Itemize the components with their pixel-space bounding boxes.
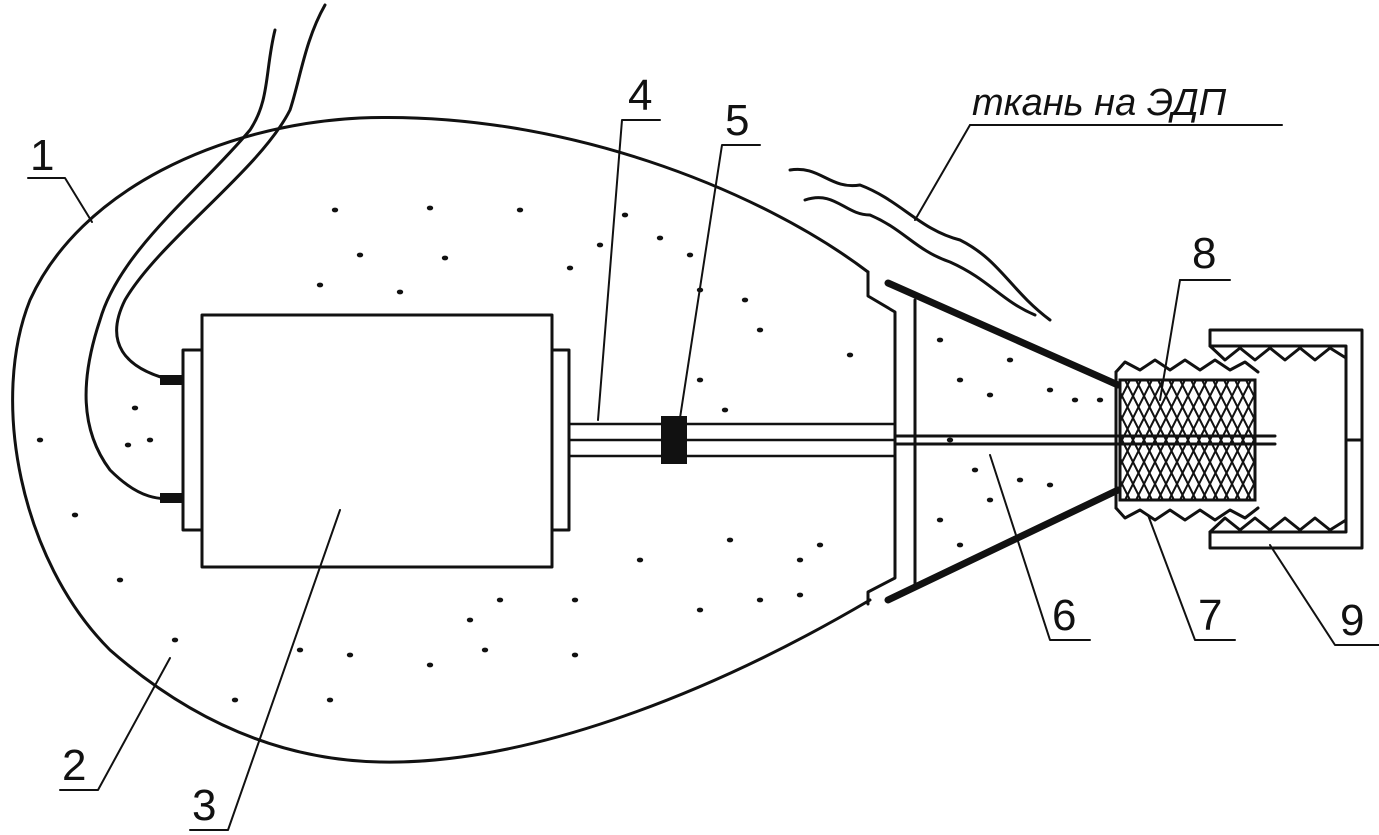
filling-dot (1016, 477, 1024, 483)
filling-dot (326, 697, 334, 703)
cone-lower (884, 486, 1122, 604)
filling-dot (656, 235, 664, 241)
filling-dot (426, 205, 434, 211)
filling-dot (696, 377, 704, 383)
leader-lines (27, 119, 1379, 831)
neck-flange (866, 270, 897, 606)
filling-dot (316, 282, 324, 288)
filling-dot (596, 242, 604, 248)
filling-dot (1046, 387, 1054, 393)
filling-dot (331, 207, 339, 213)
filling-dot (36, 437, 44, 443)
filling-dot (396, 289, 404, 295)
holder-bottom-edge (1114, 506, 1260, 522)
filling-dot (496, 597, 504, 603)
filling-dot (741, 297, 749, 303)
filling-dot (956, 542, 964, 548)
filling-dot (946, 437, 954, 443)
pear-body-outline (11, 115, 872, 764)
filling-dot (426, 662, 434, 668)
filling-dot (571, 652, 579, 658)
filling-dot (696, 607, 704, 613)
wire-1 (84, 28, 277, 501)
label-4: 4 (628, 71, 652, 120)
label-2: 2 (62, 741, 86, 790)
filling-dot (116, 577, 124, 583)
label-7: 7 (1198, 591, 1222, 640)
filling-dot (516, 207, 524, 213)
wire-2 (115, 3, 327, 384)
label-6: 6 (1052, 591, 1076, 640)
filling-dot (721, 407, 729, 413)
filling-dot (1006, 357, 1014, 363)
label-3: 3 (192, 781, 216, 830)
filling-dot (131, 405, 139, 411)
filling-dot (171, 637, 179, 643)
filling-dot (796, 557, 804, 563)
fabric-strand-2 (803, 196, 1037, 317)
label-5: 5 (725, 96, 749, 145)
filling-dot (936, 337, 944, 343)
fabric-strand-1 (788, 167, 1052, 322)
filling-dot (356, 252, 364, 258)
filling-dot (441, 255, 449, 261)
filling-dot (936, 517, 944, 523)
filling-material-dots (36, 205, 1104, 703)
filling-dot (146, 437, 154, 443)
filling-dot (1096, 397, 1104, 403)
motor-end-right (550, 348, 571, 532)
filling-dot (296, 647, 304, 653)
label-1: 1 (30, 131, 54, 180)
filling-dot (124, 442, 132, 448)
filling-dot (466, 617, 474, 623)
cap-thread-bottom (1208, 516, 1348, 534)
holder-top-edge (1114, 358, 1260, 374)
coupling (661, 416, 687, 464)
filling-dot (571, 597, 579, 603)
filling-dot (986, 497, 994, 503)
filling-dot (686, 252, 694, 258)
filling-dot (1046, 482, 1054, 488)
filling-dot (756, 327, 764, 333)
filling-dot (1071, 397, 1079, 403)
filling-dot (971, 467, 979, 473)
filling-dot (71, 512, 79, 518)
filling-dot (816, 542, 824, 548)
filling-dot (636, 557, 644, 563)
cone-upper (884, 279, 1122, 389)
filling-dot (726, 537, 734, 543)
filling-dot (566, 265, 574, 271)
label-8: 8 (1192, 229, 1216, 278)
filling-dot (621, 212, 629, 218)
terminal-bottom (160, 493, 182, 503)
filling-dot (756, 597, 764, 603)
filling-dot (231, 697, 239, 703)
filling-dot (796, 592, 804, 598)
filling-dot (346, 652, 354, 658)
motor-end-left (181, 348, 204, 532)
motor-housing (200, 313, 554, 569)
filling-dot (956, 377, 964, 383)
fabric-annotation: ткань на ЭДП (972, 82, 1227, 124)
filling-dot (846, 352, 854, 358)
label-9: 9 (1340, 596, 1364, 645)
terminal-top (160, 375, 182, 385)
brush (1118, 378, 1257, 502)
cap-thread-top (1208, 344, 1348, 362)
filling-dot (986, 392, 994, 398)
filling-dot (481, 647, 489, 653)
